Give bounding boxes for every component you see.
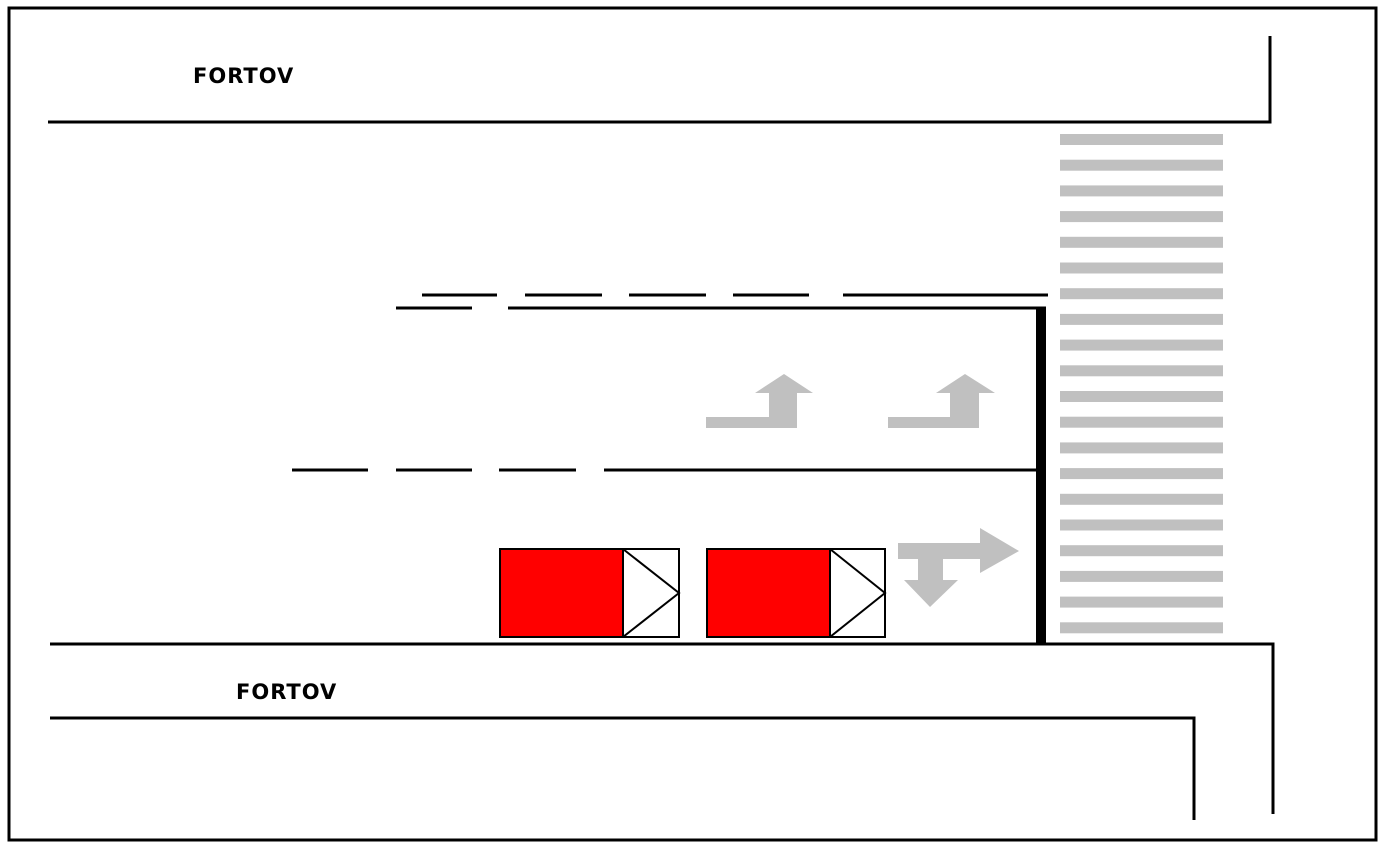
crosswalk-stripe [1060, 313, 1223, 325]
car [499, 548, 681, 638]
crosswalk-stripe [1060, 622, 1223, 634]
crosswalk-stripe [1060, 493, 1223, 505]
direction-chevron-icon [829, 548, 887, 638]
car-front [829, 548, 886, 638]
crosswalk-stripe [1060, 365, 1223, 377]
car [706, 548, 887, 638]
crosswalk-stripe [1060, 519, 1223, 531]
car-front [622, 548, 680, 638]
crosswalk-stripe [1060, 468, 1223, 480]
crosswalk-stripe [1060, 134, 1223, 145]
bottom-street-edges [50, 642, 1275, 820]
lane-arrow-turn-left [706, 374, 813, 428]
crosswalk-stripe [1060, 159, 1223, 171]
crosswalk-stripe [1060, 185, 1223, 197]
crosswalk-stripe [1060, 416, 1223, 428]
direction-chevron-icon [622, 548, 681, 638]
lane-arrow-straight-or-u-turn [898, 528, 1019, 607]
crosswalk-stripe [1060, 288, 1223, 300]
crosswalk-stripe [1060, 262, 1223, 274]
crosswalk-stripe [1060, 211, 1223, 223]
crosswalk-stripe [1060, 236, 1223, 248]
upper-lane-divider [396, 293, 1048, 310]
crosswalk-stripe [1060, 570, 1223, 582]
crosswalk-stripe [1060, 391, 1223, 402]
bottom-street-name: FORTOV [236, 680, 337, 704]
crosswalk-stripe [1060, 339, 1223, 351]
crosswalk-stripe [1060, 545, 1223, 557]
crosswalk [1060, 134, 1223, 634]
stop-line [1036, 308, 1046, 645]
lane-arrow-turn-left [888, 374, 995, 428]
crosswalk-stripe [1060, 442, 1223, 454]
crosswalk-stripe [1060, 596, 1223, 608]
top-street-edge [48, 36, 1272, 124]
top-street-name: FORTOV [193, 64, 294, 88]
